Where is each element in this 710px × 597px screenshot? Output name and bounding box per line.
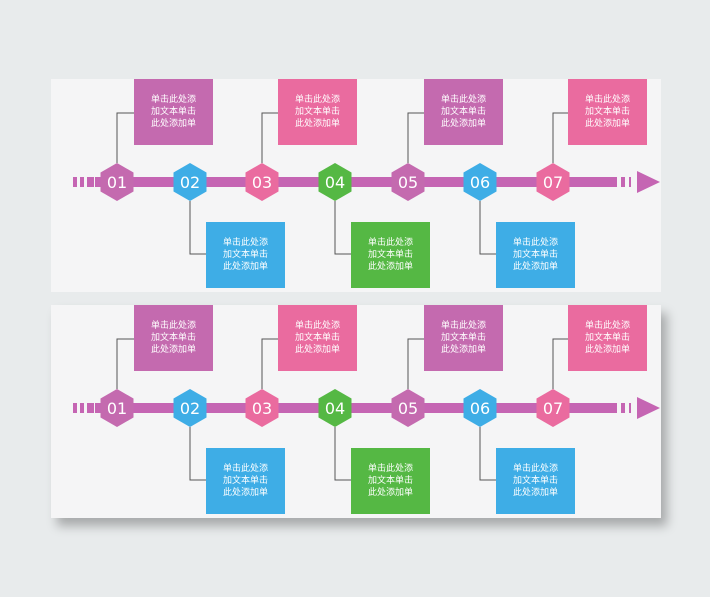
connector-line	[116, 338, 134, 389]
step-text: 单击此处添 加文本单击 此处添加单	[367, 238, 413, 272]
step-text-box[interactable]: 单击此处添 加文本单击 此处添加单	[424, 305, 503, 371]
step-number: 02	[180, 173, 200, 192]
step-number: 04	[325, 173, 345, 192]
axis-dash-gap	[617, 177, 621, 187]
connector-line	[261, 338, 278, 389]
step-text-box[interactable]: 单击此处添 加文本单击 此处添加单	[278, 305, 357, 371]
connector-line	[407, 338, 424, 389]
connector-line	[552, 112, 568, 163]
step-text: 单击此处添 加文本单击 此处添加单	[150, 321, 196, 355]
step-number: 04	[325, 399, 345, 418]
step-number: 01	[107, 399, 127, 418]
connector-line	[189, 201, 206, 255]
step-text-box[interactable]: 单击此处添 加文本单击 此处添加单	[568, 305, 647, 371]
step-hexagon	[391, 389, 425, 427]
axis-dash	[80, 177, 84, 187]
step-text-box[interactable]: 单击此处添 加文本单击 此处添加单	[206, 448, 285, 514]
step-hexagon	[391, 163, 425, 201]
step-number: 05	[398, 399, 418, 418]
axis-dash	[73, 177, 77, 187]
step-hexagon	[536, 389, 570, 427]
step-text-box[interactable]: 单击此处添 加文本单击 此处添加单	[568, 79, 647, 145]
step-text: 单击此处添 加文本单击 此处添加单	[294, 95, 340, 129]
axis-dash-gap	[617, 403, 621, 413]
timeline-axis	[95, 403, 635, 413]
axis-dash	[87, 403, 94, 413]
connector-line	[261, 112, 278, 163]
axis-dash-gap	[631, 403, 635, 413]
step-number: 05	[398, 173, 418, 192]
connector-line	[189, 427, 206, 481]
axis-dash	[80, 403, 84, 413]
axis-dash-gap	[625, 403, 629, 413]
arrow-head-icon	[637, 397, 660, 419]
step-text-box[interactable]: 单击此处添 加文本单击 此处添加单	[351, 222, 430, 288]
axis-dash	[73, 403, 77, 413]
step-text-box[interactable]: 单击此处添 加文本单击 此处添加单	[134, 305, 213, 371]
step-hexagon	[536, 163, 570, 201]
step-number: 03	[252, 399, 272, 418]
step-text-box[interactable]: 单击此处添 加文本单击 此处添加单	[206, 222, 285, 288]
step-text-box[interactable]: 单击此处添 加文本单击 此处添加单	[278, 79, 357, 145]
timeline-axis	[95, 177, 635, 187]
connector-line	[334, 201, 351, 255]
step-hexagon	[173, 163, 207, 201]
axis-dash-gap	[631, 177, 635, 187]
step-number: 07	[543, 399, 563, 418]
step-hexagon	[173, 389, 207, 427]
step-text: 单击此处添 加文本单击 此处添加单	[440, 321, 486, 355]
step-text: 单击此处添 加文本单击 此处添加单	[222, 238, 268, 272]
step-text-box[interactable]: 单击此处添 加文本单击 此处添加单	[134, 79, 213, 145]
step-hexagon	[318, 163, 352, 201]
step-hexagon	[318, 389, 352, 427]
step-text: 单击此处添 加文本单击 此处添加单	[222, 464, 268, 498]
step-text: 单击此处添 加文本单击 此处添加单	[512, 464, 558, 498]
step-number: 07	[543, 173, 563, 192]
step-hexagon	[245, 163, 279, 201]
step-hexagon	[100, 389, 134, 427]
step-number: 06	[470, 173, 490, 192]
step-text: 单击此处添 加文本单击 此处添加单	[294, 321, 340, 355]
step-text: 单击此处添 加文本单击 此处添加单	[512, 238, 558, 272]
timeline-graphic: 01 02 03 04 05 06 07	[73, 338, 660, 481]
connector-line	[479, 427, 496, 481]
step-hexagon	[245, 389, 279, 427]
timeline-graphic: 01 02 03 04 05 06 07	[73, 112, 660, 255]
step-text: 单击此处添 加文本单击 此处添加单	[440, 95, 486, 129]
step-text-box[interactable]: 单击此处添 加文本单击 此处添加单	[351, 448, 430, 514]
step-text-box[interactable]: 单击此处添 加文本单击 此处添加单	[496, 222, 575, 288]
step-hexagon	[463, 389, 497, 427]
step-hexagon	[100, 163, 134, 201]
axis-dash-gap	[625, 177, 629, 187]
connector-line	[552, 338, 568, 389]
step-hexagon	[463, 163, 497, 201]
step-text-box[interactable]: 单击此处添 加文本单击 此处添加单	[424, 79, 503, 145]
step-number: 06	[470, 399, 490, 418]
step-number: 01	[107, 173, 127, 192]
step-text: 单击此处添 加文本单击 此处添加单	[584, 321, 630, 355]
step-text: 单击此处添 加文本单击 此处添加单	[367, 464, 413, 498]
step-text: 单击此处添 加文本单击 此处添加单	[584, 95, 630, 129]
step-number: 02	[180, 399, 200, 418]
connector-line	[116, 112, 134, 163]
connector-line	[479, 201, 496, 255]
axis-dash	[87, 177, 94, 187]
step-text-box[interactable]: 单击此处添 加文本单击 此处添加单	[496, 448, 575, 514]
step-text: 单击此处添 加文本单击 此处添加单	[150, 95, 196, 129]
step-number: 03	[252, 173, 272, 192]
arrow-head-icon	[637, 171, 660, 193]
connector-line	[334, 427, 351, 481]
connector-line	[407, 112, 424, 163]
